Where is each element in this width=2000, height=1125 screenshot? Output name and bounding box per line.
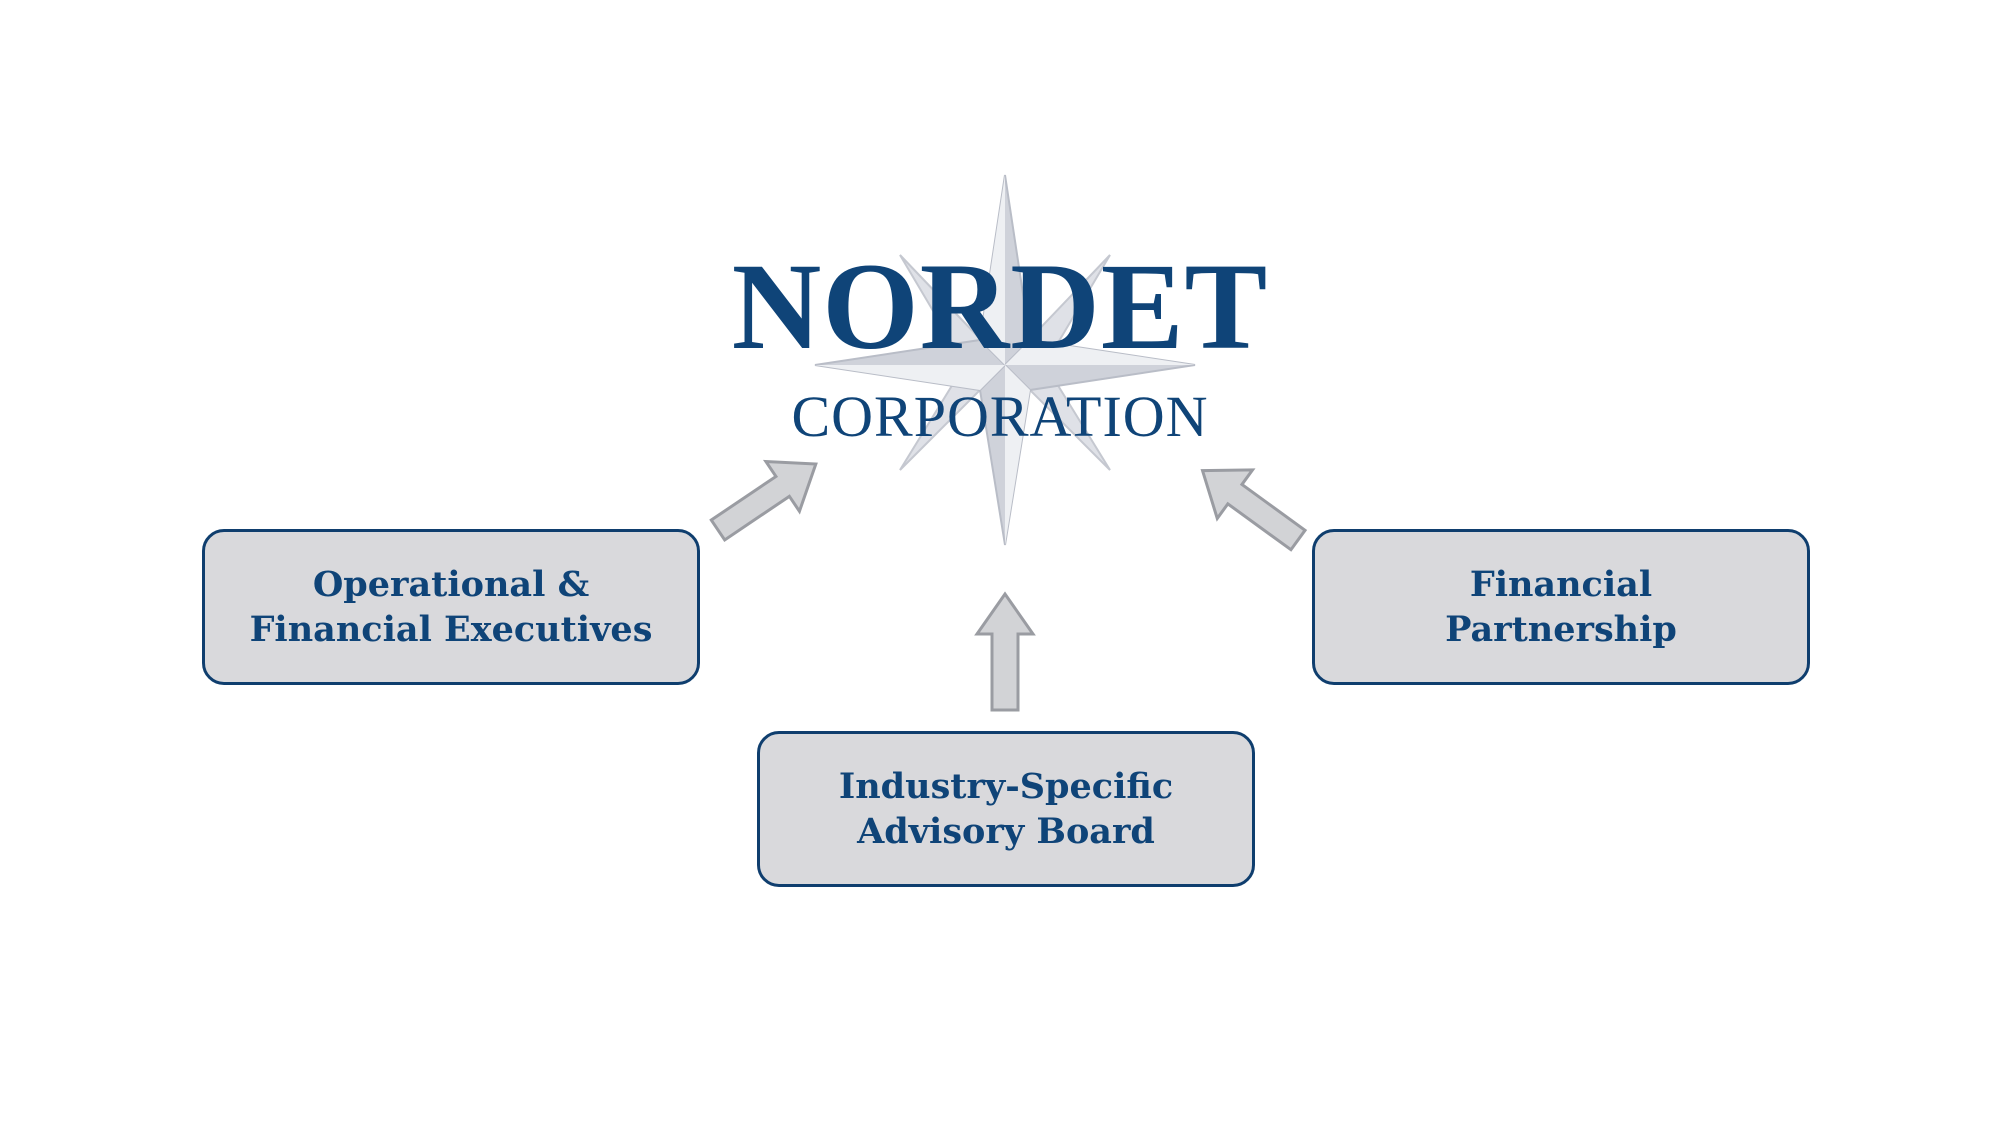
- box-industry-advisory-board: Industry-Specific Advisory Board: [757, 731, 1255, 887]
- box-center-line2: Advisory Board: [857, 811, 1155, 852]
- box-right-line1: Financial: [1469, 564, 1653, 605]
- box-center-line1: Industry-Specific: [838, 766, 1174, 807]
- box-right-line2: Partnership: [1445, 609, 1677, 650]
- box-operational-financial-executives: Operational & Financial Executives: [202, 529, 700, 685]
- box-left-line2: Financial Executives: [249, 609, 653, 650]
- brand-name: NORDET: [731, 238, 1269, 375]
- arrow-center-icon: [974, 591, 1036, 712]
- arrow-right-icon: [1200, 468, 1308, 552]
- brand-subtitle: CORPORATION: [791, 384, 1209, 449]
- box-left-line1: Operational &: [312, 564, 590, 605]
- arrow-left-icon: [709, 459, 818, 543]
- box-financial-partnership: Financial Partnership: [1312, 529, 1810, 685]
